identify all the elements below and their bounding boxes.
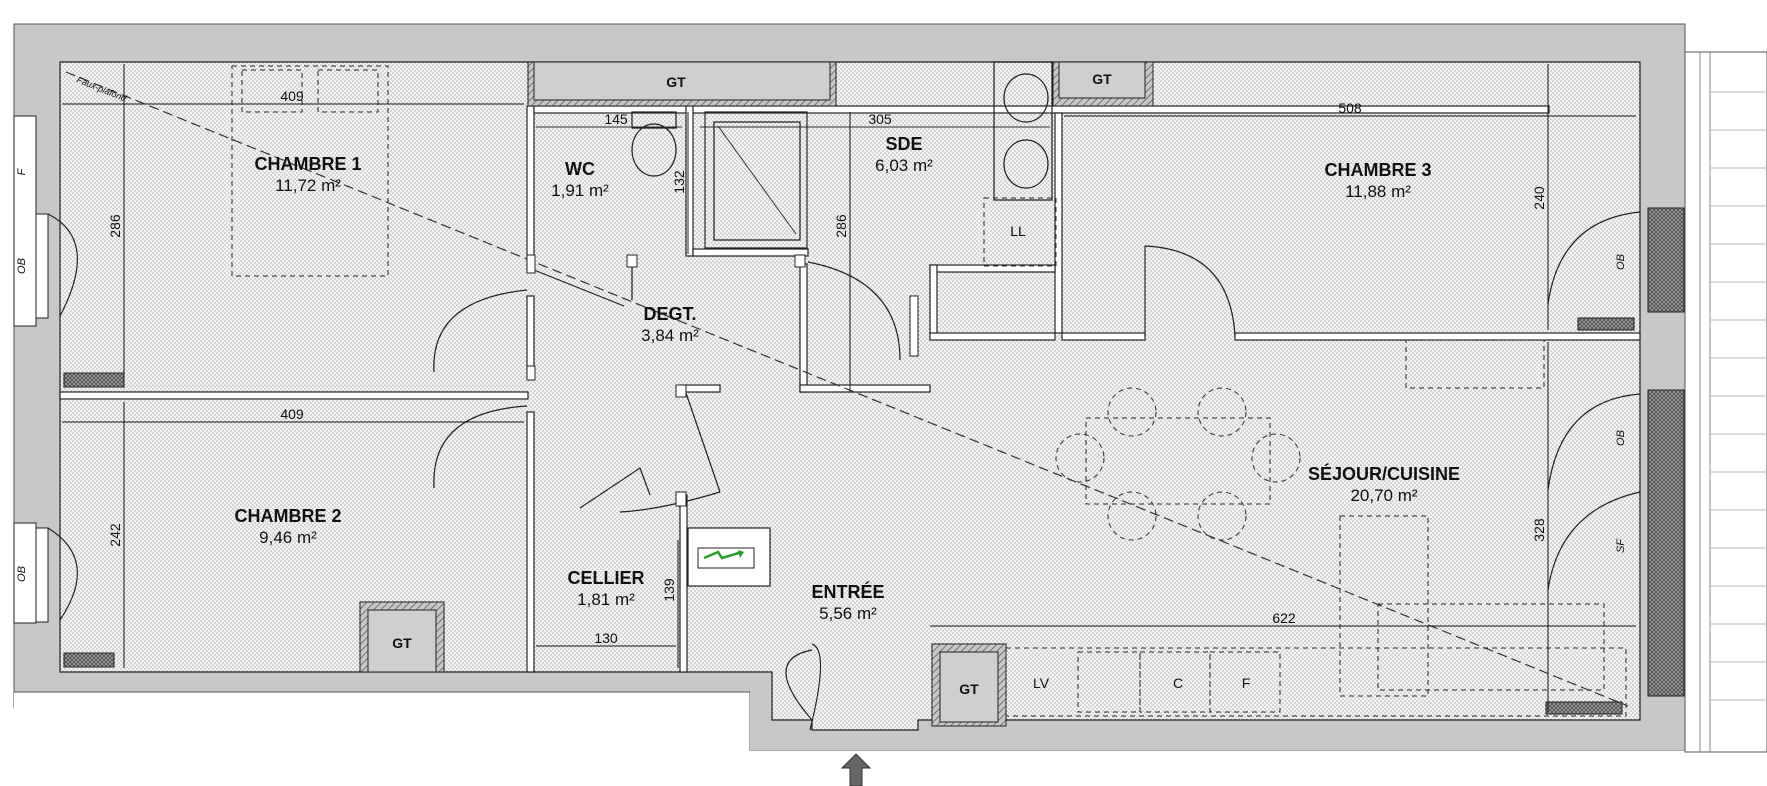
- f-label: F: [1242, 675, 1251, 691]
- room-name-chambre3: CHAMBRE 3: [1324, 160, 1431, 180]
- left-windows: [13, 115, 78, 624]
- dimension-lines: [62, 64, 1636, 712]
- room-area-sejour: 20,70 m²: [1350, 486, 1417, 505]
- ll-label: LL: [1010, 223, 1026, 239]
- lv-label: LV: [1033, 675, 1050, 691]
- room-area-entree: 5,56 m²: [819, 604, 877, 623]
- room-name-entree: ENTRÉE: [811, 581, 884, 602]
- window-label-ob-2: OB: [16, 566, 28, 582]
- floor-area: [59, 61, 1641, 731]
- room-area-chambre1: 11,72 m²: [275, 176, 341, 195]
- room-area-wc: 1,91 m²: [551, 181, 609, 200]
- gt-label-top: GT: [666, 74, 686, 90]
- dim-328: 328: [1531, 518, 1547, 542]
- electrical-panel: [687, 527, 771, 587]
- gt-label-kitchen: GT: [959, 681, 979, 697]
- dim-145: 145: [604, 111, 628, 127]
- window-label-f: F: [16, 167, 28, 175]
- room-name-chambre2: CHAMBRE 2: [234, 506, 341, 526]
- dim-139: 139: [661, 578, 677, 602]
- room-name-sde: SDE: [885, 134, 922, 154]
- entry-arrow: [840, 753, 872, 786]
- dim-622: 622: [1272, 610, 1296, 626]
- bathroom-fixtures: [631, 61, 1057, 267]
- kitchen-furniture: [1005, 417, 1627, 717]
- dim-132: 132: [671, 170, 687, 194]
- room-name-chambre1: CHAMBRE 1: [254, 154, 361, 174]
- dim-286-left: 286: [107, 214, 123, 238]
- room-area-sde: 6,03 m²: [875, 156, 933, 175]
- room-name-sejour: SÉJOUR/CUISINE: [1308, 463, 1460, 484]
- dim-130: 130: [594, 630, 618, 646]
- window-label-sf: SF: [1615, 538, 1627, 553]
- c-label: C: [1173, 675, 1183, 691]
- window-label-ob-3: OB: [1615, 254, 1627, 270]
- room-name-wc: WC: [565, 159, 595, 179]
- room-area-chambre3: 11,88 m²: [1345, 182, 1411, 201]
- room-area-chambre2: 9,46 m²: [259, 528, 317, 547]
- window-label-ob-1: OB: [16, 258, 28, 274]
- dim-242: 242: [107, 523, 123, 547]
- room-area-degt: 3,84 m²: [641, 326, 699, 345]
- dim-508: 508: [1338, 100, 1362, 116]
- right-facade: [1547, 51, 1767, 753]
- dim-409-bottom: 409: [280, 406, 304, 422]
- gt-label-chambre2: GT: [392, 635, 412, 651]
- dim-286-mid: 286: [833, 214, 849, 238]
- gt-ducts: [359, 61, 1154, 727]
- wall-notch: [14, 692, 750, 710]
- dim-305: 305: [868, 111, 892, 127]
- beds: [231, 65, 1545, 389]
- room-name-cellier: CELLIER: [567, 568, 644, 588]
- window-label-ob-4: OB: [1615, 430, 1627, 446]
- dim-409-top: 409: [280, 88, 304, 104]
- dining-chairs: [1055, 387, 1301, 541]
- room-name-degt: DEGT.: [643, 304, 696, 324]
- radiators: [63, 317, 1635, 715]
- doors: [433, 245, 1236, 731]
- room-area-cellier: 1,81 m²: [577, 590, 635, 609]
- dim-240: 240: [1531, 186, 1547, 210]
- section-line: [65, 71, 1629, 707]
- door-jambs: [526, 254, 919, 507]
- gt-label-sde: GT: [1092, 71, 1112, 87]
